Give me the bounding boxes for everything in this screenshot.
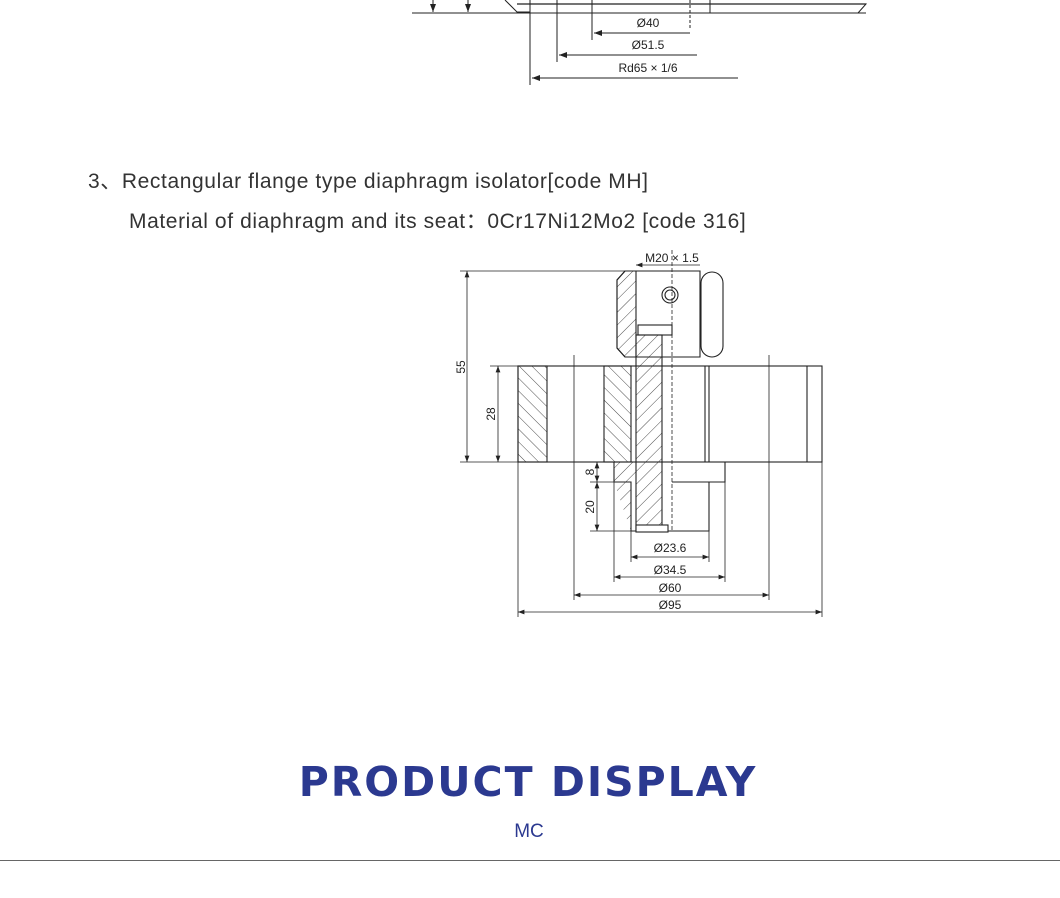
dim-23-6: Ø23.6 (654, 541, 687, 555)
dim-20: 20 (583, 500, 597, 514)
section-number: 3、 (88, 170, 122, 193)
section-title: Rectangular flange type diaphragm isolat… (121, 170, 649, 193)
product-display-title: PRODUCT DISPLAY (298, 758, 758, 806)
dim-8: 8 (583, 468, 597, 475)
product-display-subtitle: MC (514, 821, 544, 842)
section-heading: 3、Rectangular flange type diaphragm isol… (88, 165, 649, 195)
dim-95: Ø95 (659, 598, 682, 612)
thread-label: M20 × 1.5 (645, 251, 699, 265)
material-text: Material of diaphragm and its seat：0Cr17… (129, 210, 747, 233)
dim-60: Ø60 (659, 581, 682, 595)
dim-rd65: Rd65 × 1/6 (618, 61, 677, 75)
dim-40: Ø40 (637, 16, 660, 30)
dim-28: 28 (484, 407, 498, 421)
divider (0, 860, 1060, 861)
dim-55: 55 (454, 360, 468, 374)
dim-51-5: Ø51.5 (632, 38, 665, 52)
dim-34-5: Ø34.5 (654, 563, 687, 577)
isolator-section-drawing (460, 250, 823, 617)
top-partial-drawing (412, 0, 868, 85)
